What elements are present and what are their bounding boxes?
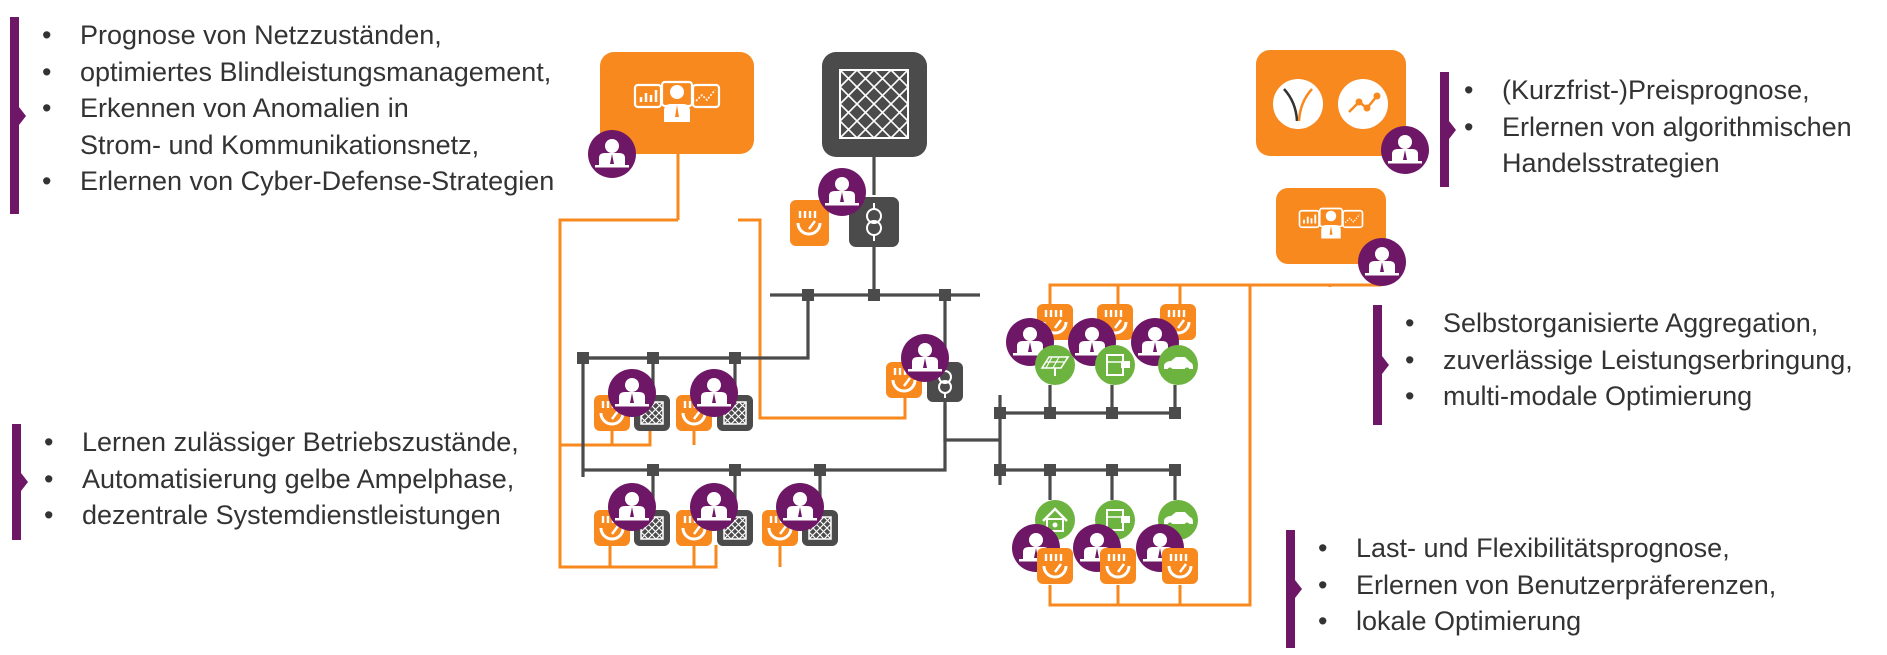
market-textbox: (Kurzfrist-)Preisprognose, Erlernen von … — [1440, 72, 1852, 187]
aggregator-textbox: Selbstorganisierte Aggregation, zuverläs… — [1373, 305, 1853, 425]
secondary-substation — [884, 334, 964, 403]
appliance-icon — [1094, 344, 1136, 386]
bullet-item: Selbstorganisierte Aggregation, — [1405, 305, 1853, 342]
bullet-item: Erlernen von Cyber-Defense-Strategien — [42, 163, 554, 200]
solar-panel-icon — [1034, 344, 1076, 386]
bullet-item: Last- und Flexibilitätsprognose, — [1318, 530, 1776, 567]
bullet-item: Automatisierung gelbe Ampelphase, — [44, 461, 519, 498]
agent-person-icon — [901, 334, 949, 382]
electric-car-icon — [1158, 345, 1198, 385]
bullet-item: Erlernen von algorithmischen — [1464, 109, 1852, 146]
bullet-item: Erkennen von Anomalien in — [42, 90, 554, 127]
transmission-grid-box — [822, 52, 927, 157]
price-curve-icon — [1273, 79, 1323, 129]
bullet-item-continuation: Strom- und Kommunikationsnetz, — [80, 129, 480, 160]
bus-nodes — [577, 289, 1181, 476]
agent-person-icon — [588, 130, 636, 178]
household-devices — [1012, 498, 1200, 586]
grid-operator-panel — [588, 52, 754, 178]
bullet-item: multi-modale Optimierung — [1405, 378, 1853, 415]
bullet-item-continuation: Handelsstrategien — [1502, 148, 1720, 178]
agent-person-icon — [1358, 238, 1406, 286]
aggregator-panel — [1276, 188, 1406, 286]
bullet-item: Prognose von Netzzuständen, — [42, 17, 554, 54]
grid-operator-textbox: Prognose von Netzzuständen, optimiertes … — [10, 17, 554, 214]
bullet-item: optimiertes Blindleistungsmanagement, — [42, 54, 554, 91]
bullet-item: lokale Optimierung — [1318, 603, 1776, 640]
agent-person-icon — [1381, 126, 1429, 174]
distribution-row-1 — [592, 369, 754, 433]
bullet-item: dezentrale Systemdienstleistungen — [44, 497, 519, 534]
distribution-textbox: Lernen zulässiger Betriebszustände, Auto… — [12, 424, 519, 540]
bullet-item: Lernen zulässiger Betriebszustände, — [44, 424, 519, 461]
main-substation — [789, 168, 899, 247]
bullet-item: zuverlässige Leistungserbringung, — [1405, 342, 1853, 379]
flex-devices-top — [1006, 302, 1198, 386]
trend-line-icon — [1338, 79, 1388, 129]
household-textbox: Last- und Flexibilitätsprognose, Erlerne… — [1286, 530, 1776, 648]
bullet-item: (Kurzfrist-)Preisprognose, — [1464, 72, 1852, 109]
agent-person-icon — [818, 168, 866, 216]
distribution-row-2 — [592, 483, 839, 548]
bullet-item: Erlernen von Benutzerpräferenzen, — [1318, 567, 1776, 604]
market-panel — [1256, 50, 1429, 174]
communication-lines — [558, 150, 1382, 607]
